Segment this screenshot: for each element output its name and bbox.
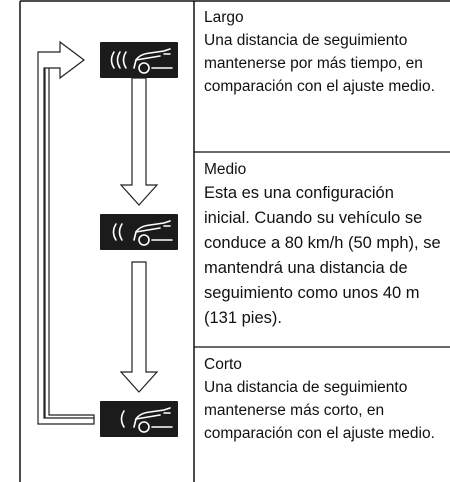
row-description: Esta es una configuración inicial. Cuand… xyxy=(204,184,441,327)
short-distance-radar-car-icon xyxy=(100,401,178,437)
row-long: Largo Una distancia de seguimiento mante… xyxy=(204,7,444,98)
return-loop-outer xyxy=(37,40,95,425)
row-title: Corto xyxy=(204,356,242,373)
row-title: Medio xyxy=(204,161,247,178)
long-distance-radar-car-icon xyxy=(100,42,178,78)
medium-distance-radar-car-icon xyxy=(100,214,178,250)
down-arrow-2 xyxy=(119,261,159,393)
return-loop-arrow xyxy=(44,50,95,420)
row-description: Una distancia de seguimiento mantenerse … xyxy=(204,32,435,95)
row-description: Una distancia de seguimiento mantenerse … xyxy=(204,379,435,442)
down-arrow-1 xyxy=(119,77,159,206)
row-title: Largo xyxy=(204,9,244,26)
row-medium: Medio Esta es una configuración inicial.… xyxy=(204,159,444,331)
row-short: Corto Una distancia de seguimiento mante… xyxy=(204,354,444,445)
